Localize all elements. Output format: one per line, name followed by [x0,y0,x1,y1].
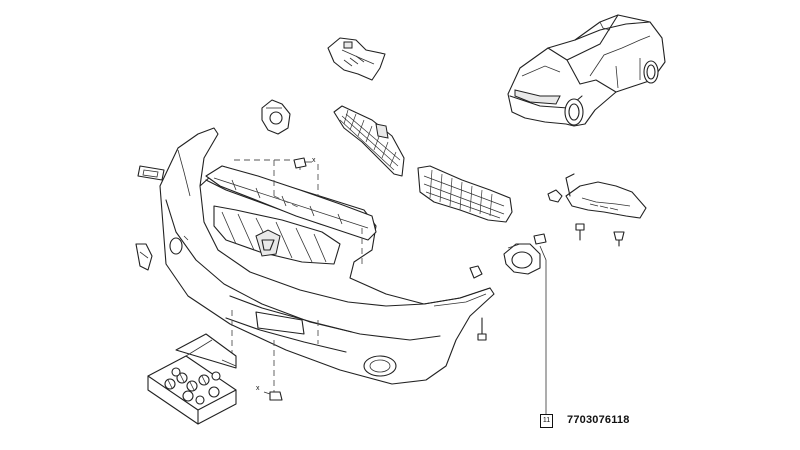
screw-right-b [613,231,625,247]
assembly-guides [231,159,363,392]
mount-clip-left [261,99,291,135]
screw-right-a [575,223,585,241]
fastener-bottom: x [256,385,283,401]
lower-grille-part [417,165,513,223]
screw-bumper-right [477,317,487,341]
callout-ref-box: 11 [540,414,553,428]
clip-upper-right [547,189,563,203]
clip-bumper-right [469,265,483,279]
fastener-top-marker: x [312,157,316,164]
upper-bracket-part [327,37,386,81]
plate-left [137,165,165,181]
upper-cross-member [205,165,377,241]
side-bracket-left [135,243,153,271]
fastener-top: x [293,157,316,169]
callout-leader [539,245,547,414]
clip-mid-right [533,233,547,245]
fog-lamp-housing [503,243,541,275]
upper-grille-part [333,105,405,177]
clip-kit-box [147,333,237,425]
part-number-label: 7703076118 [567,414,630,426]
car-thumbnail [507,14,666,127]
side-bracket-right [565,173,647,219]
fastener-bottom-marker: x [256,385,260,392]
